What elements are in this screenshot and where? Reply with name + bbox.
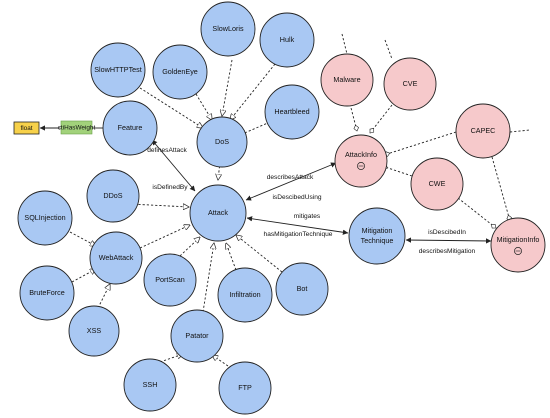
node-slowloris-label: SlowLoris [212, 24, 244, 33]
edge-label-has-mitigation-technique: hasMitigationTechnique [264, 231, 333, 238]
node-patator-label: Patator [185, 331, 209, 340]
node-webattack[interactable]: WebAttack [89, 231, 143, 285]
node-goldeneye[interactable]: GoldenEye [152, 44, 208, 100]
node-feature[interactable]: Feature [102, 100, 158, 156]
edge-ddos-attack [129, 204, 189, 207]
edge-dos-attack [218, 161, 220, 180]
node-slowloris[interactable]: SlowLoris [200, 1, 256, 57]
node-bruteforce-label: BruteForce [29, 288, 65, 297]
edge-feature-attack [151, 139, 196, 192]
node-capec-label: CAPEC [471, 126, 496, 135]
node-bruteforce[interactable]: BruteForce [19, 265, 75, 321]
node-malware[interactable]: Malware [320, 53, 374, 107]
edge-bruteforce-webattack [71, 269, 96, 283]
node-heartbleed-label: Heartbleed [274, 107, 309, 116]
node-hulk-label: Hulk [280, 35, 295, 44]
node-sqlinjection-label: SQLInjection [24, 213, 65, 222]
mitigationinfo-equivalent-icon [514, 247, 522, 255]
node-goldeneye-label: GoldenEye [162, 67, 198, 76]
node-malware-label: Malware [333, 75, 360, 84]
box-ctihasweight[interactable]: ctiHasWeight [58, 120, 96, 135]
edge-slowloris-dos [222, 59, 233, 116]
node-bot[interactable]: Bot [275, 262, 329, 316]
node-portscan[interactable]: PortScan [143, 253, 197, 307]
edge-cwe-attackinfo [381, 164, 413, 177]
node-cve-top[interactable]: CVE [383, 57, 437, 111]
node-attack[interactable]: Attack [189, 184, 247, 242]
edge-label-defines-attack: definesAttack [147, 147, 187, 154]
node-feature-label: Feature [118, 123, 143, 132]
edge-attack-attackinfo [245, 162, 337, 201]
attackinfo-equivalent-icon [357, 162, 365, 170]
box-float[interactable]: float [13, 121, 40, 135]
node-attack-label: Attack [208, 208, 228, 217]
node-slowhttptest-label: SlowHTTPTest [94, 65, 142, 74]
node-mitigation-technique-label-line1: Mitigation [362, 226, 393, 235]
node-ftp[interactable]: FTP [218, 361, 272, 415]
node-xss-label: XSS [87, 326, 102, 335]
node-mitigationinfo[interactable]: MitigationInfo [490, 217, 546, 273]
edge-webattack-attack [139, 225, 190, 249]
node-infiltration[interactable]: Infiltration [217, 267, 273, 323]
edge-label-is-described-in: isDescibedIn [428, 229, 466, 236]
node-cve-top-label: CVE [403, 79, 418, 88]
node-ssh[interactable]: SSH [123, 358, 177, 412]
edge-label-describes-mitigation: describesMitigation [419, 248, 476, 255]
node-dos[interactable]: DoS [196, 116, 248, 168]
node-sqlinjection[interactable]: SQLInjection [17, 190, 73, 246]
edge-ftp-patator [212, 355, 229, 367]
box-ctihasweight-label: ctiHasWeight [58, 124, 96, 131]
node-patator[interactable]: Patator [170, 309, 224, 363]
edge-infiltration-attack [226, 243, 237, 271]
node-attackinfo[interactable]: AttackInfo [334, 134, 388, 188]
edge-cwe-mitigationinfo [457, 197, 497, 229]
node-mitigationinfo-label: MitigationInfo [497, 235, 540, 244]
node-hulk[interactable]: Hulk [259, 12, 315, 68]
edge-sqlinjection-webattack [69, 231, 96, 246]
node-infiltration-label: Infiltration [229, 290, 260, 299]
edge-label-describes-attack: describesAttack [267, 174, 314, 181]
node-bot-label: Bot [297, 284, 308, 293]
edge-capec-attackinfo [383, 131, 457, 157]
node-attackinfo-label: AttackInfo [345, 150, 377, 159]
node-mitigation-technique-label-line2: Technique [361, 236, 394, 245]
edge-mitigation-mitigationinfo [405, 237, 492, 244]
edge-portscan-attack [179, 237, 200, 257]
edge-dots-cve [384, 39, 393, 60]
edge-attack-mitigation [246, 216, 349, 235]
node-portscan-label: PortScan [155, 275, 185, 284]
edge-dots-capec [509, 129, 531, 133]
node-ssh-label: SSH [143, 380, 158, 389]
edge-cve-attackinfo [369, 104, 393, 134]
edges [39, 33, 531, 367]
node-dos-label: DoS [215, 137, 229, 146]
node-cwe[interactable]: CWE [410, 157, 464, 211]
node-heartbleed[interactable]: Heartbleed [264, 84, 320, 140]
node-ddos-label: DDoS [103, 191, 122, 200]
node-mitigation-technique[interactable]: Mitigation Technique [348, 207, 406, 265]
edge-label-mitigates: mitigates [294, 213, 321, 220]
edge-label-is-defined-by: isDefinedBy [152, 184, 188, 191]
edge-bot-attack [236, 235, 283, 273]
node-capec[interactable]: CAPEC [455, 103, 511, 159]
node-xss[interactable]: XSS [68, 305, 120, 357]
node-cwe-label: CWE [429, 179, 446, 188]
node-slowhttptest[interactable]: SlowHTTPTest [90, 42, 146, 98]
edge-patator-attack [202, 243, 214, 313]
edge-goldeneye-dos [195, 93, 212, 120]
edge-capec-mitigationinfo [491, 156, 512, 222]
node-webattack-label: WebAttack [99, 253, 134, 262]
edge-hulk-dos [230, 63, 276, 120]
node-ftp-label: FTP [238, 383, 252, 392]
edge-labels: definesAttack isDefinedBy describesAttac… [147, 147, 475, 255]
edge-label-is-described-using: isDescibedUsing [272, 194, 321, 201]
edge-xss-webattack [97, 284, 110, 309]
node-ddos[interactable]: DDoS [86, 169, 140, 223]
edge-malware-attackinfo [349, 103, 359, 132]
box-float-label: float [20, 125, 32, 132]
